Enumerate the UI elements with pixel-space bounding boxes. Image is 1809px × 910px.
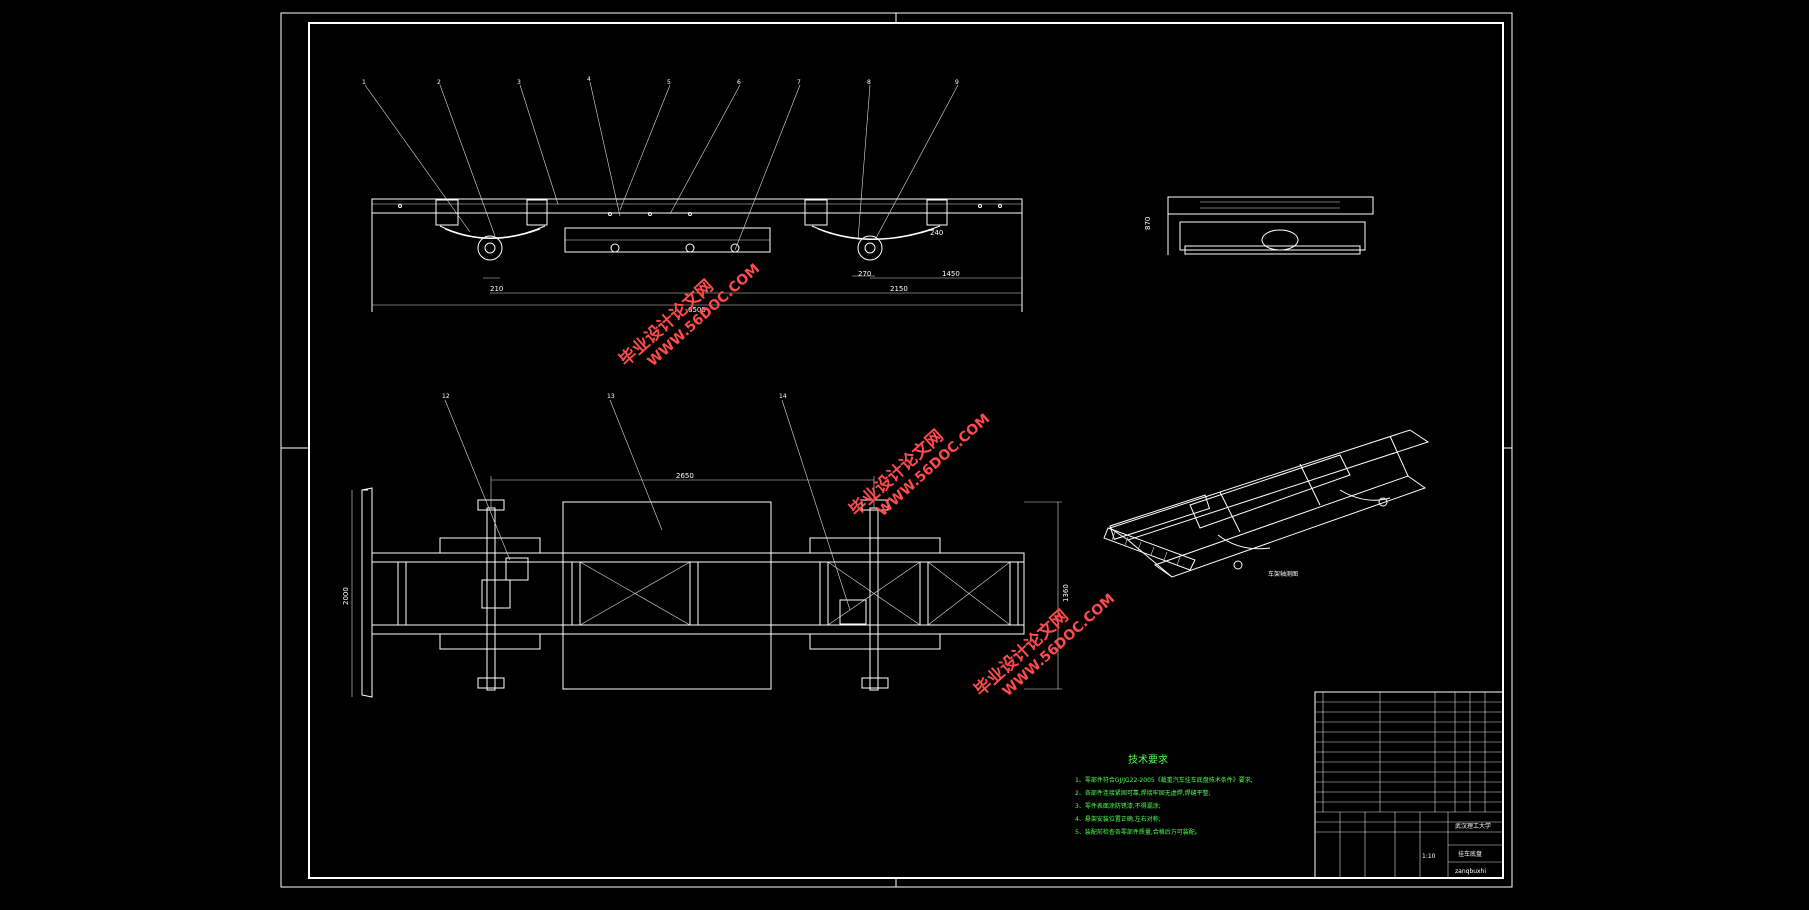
dim-6500: 6500 xyxy=(688,306,706,314)
iso-caption: 车架轴测图 xyxy=(1268,570,1298,578)
tech-note-5: 5、装配前检查各零部件质量,合格后方可装配。 xyxy=(1075,828,1201,836)
outer-frame xyxy=(280,12,1513,888)
tech-note-3: 3、零件表面涂防锈漆,不得漏涂; xyxy=(1075,802,1161,810)
designer-name: zanqbuxhi xyxy=(1455,868,1486,875)
dim-270: 270 xyxy=(858,270,871,278)
tech-note-1: 1、零部件符合GJ/JG22-2005《载重汽车挂车底盘技术条件》要求; xyxy=(1075,776,1253,784)
svg-text:9: 9 xyxy=(955,79,959,86)
svg-text:14: 14 xyxy=(779,393,787,400)
watermark-3: 毕业设计论文网 WWW.56DOC.COM xyxy=(970,591,1118,701)
dim-240: 240 xyxy=(930,229,943,237)
isometric-view: 车架轴测图 xyxy=(1103,429,1430,578)
svg-text:5: 5 xyxy=(667,79,671,86)
drawing-name: 挂车底盘 xyxy=(1458,850,1482,858)
tech-title: 技术要求 xyxy=(1128,753,1168,766)
svg-text:4: 4 xyxy=(587,76,591,83)
watermark-2: 毕业设计论文网 WWW.56DOC.COM xyxy=(845,411,993,521)
end-view: 870 xyxy=(1144,196,1374,255)
svg-text:7: 7 xyxy=(797,79,801,86)
svg-text:1: 1 xyxy=(362,79,366,86)
dim-1450: 1450 xyxy=(942,270,960,278)
tech-note-4: 4、悬架安装位置正确,左右对称; xyxy=(1075,815,1161,823)
watermark-1: 毕业设计论文网 WWW.56DOC.COM xyxy=(615,261,763,371)
tech-requirements: 技术要求 1、零部件符合GJ/JG22-2005《载重汽车挂车底盘技术条件》要求… xyxy=(1075,753,1253,836)
svg-text:12: 12 xyxy=(442,393,450,400)
dim-2150: 2150 xyxy=(890,285,908,293)
dim-2650: 2650 xyxy=(676,472,694,480)
tech-note-2: 2、各部件连接紧固可靠,焊接牢固无虚焊,焊缝平整; xyxy=(1075,789,1211,797)
school-name: 武汉理工大学 xyxy=(1455,822,1491,830)
dim-210: 210 xyxy=(490,285,503,293)
svg-text:13: 13 xyxy=(607,393,615,400)
inner-frame xyxy=(308,22,1504,879)
scale-value: 1:10 xyxy=(1422,853,1436,860)
dim-870: 870 xyxy=(1144,217,1152,230)
dim-2000: 2000 xyxy=(342,587,350,605)
svg-text:6: 6 xyxy=(737,79,741,86)
plan-view: 2650 2000 1360 12 13 14 xyxy=(342,393,1070,698)
title-block: 武汉理工大学 挂车底盘 zanqbuxhi 1:10 xyxy=(1314,691,1504,879)
svg-text:2: 2 xyxy=(437,79,441,86)
svg-text:8: 8 xyxy=(867,79,871,86)
center-marks xyxy=(281,13,1512,887)
side-view: 210 270 1450 2150 6500 240 1 2 3 4 5 6 7 8 9 xyxy=(362,76,1023,314)
svg-text:3: 3 xyxy=(517,79,521,86)
dim-1360: 1360 xyxy=(1062,584,1070,602)
